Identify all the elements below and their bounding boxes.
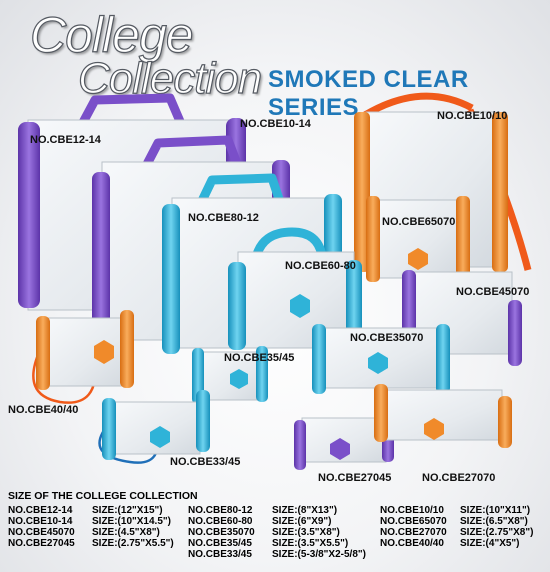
size-value: SIZE:(12"X15") [92, 505, 163, 516]
size-row: NO.CBE35070 SIZE:(3.5"X8") [188, 527, 366, 538]
size-row: NO.CBE60-80 SIZE:(6"X9") [188, 516, 366, 527]
label-cbe60-80: NO.CBE60-80 [285, 260, 356, 272]
size-model: NO.CBE33/45 [188, 549, 252, 560]
size-value: SIZE:(3.5"X5.5") [272, 538, 349, 549]
label-cbe65070: NO.CBE65070 [382, 216, 456, 228]
latch [408, 248, 428, 270]
label-cbe10-10: NO.CBE10/10 [437, 110, 508, 122]
size-row: NO.CBE27045 SIZE:(2.75"X5.5") [8, 538, 174, 549]
size-row: NO.CBE27070 SIZE:(2.75"X8") [380, 527, 533, 538]
size-model: NO.CBE27070 [380, 527, 447, 538]
handle [76, 93, 187, 131]
size-table-heading: SIZE OF THE COLLEGE COLLECTION [8, 490, 198, 502]
size-row: NO.CBE10-14 SIZE:(10"X14.5") [8, 516, 174, 527]
size-model: NO.CBE35/45 [188, 538, 252, 549]
case-cbe35070 [312, 324, 450, 394]
size-model: NO.CBE10-14 [8, 516, 73, 527]
label-cbe33-45: NO.CBE33/45 [170, 456, 241, 468]
brand-title-college: College [29, 6, 194, 63]
label-cbe80-12: NO.CBE80-12 [188, 212, 259, 224]
label-cbe40-40: NO.CBE40/40 [8, 404, 79, 416]
size-value: SIZE:(3.5"X8") [272, 527, 340, 538]
size-model: NO.CBE10/10 [380, 505, 444, 516]
product-photo [18, 92, 532, 470]
size-model: NO.CBE40/40 [380, 538, 444, 549]
label-cbe12-14: NO.CBE12-14 [30, 134, 101, 146]
size-row: NO.CBE33/45 SIZE:(5-3/8"X2-5/8") [188, 549, 366, 560]
size-model: NO.CBE12-14 [8, 505, 73, 516]
series-title: SMOKED CLEAR SERIES [268, 66, 469, 121]
size-value: SIZE:(6"X9") [272, 516, 332, 527]
size-model: NO.CBE60-80 [188, 516, 253, 527]
size-value: SIZE:(8"X13") [272, 505, 338, 516]
size-model: NO.CBE45070 [8, 527, 75, 538]
label-cbe35070: NO.CBE35070 [350, 332, 424, 344]
label-cbe35-45: NO.CBE35/45 [224, 352, 295, 364]
size-row: NO.CBE45070 SIZE:(4.5"X8") [8, 527, 174, 538]
shoulder-strap [358, 92, 474, 121]
size-row: NO.CBE12-14 SIZE:(12"X15") [8, 505, 174, 516]
size-value: SIZE:(10"X14.5") [92, 516, 171, 527]
label-cbe10-14: NO.CBE10-14 [240, 118, 311, 130]
size-value: SIZE:(2.75"X5.5") [92, 538, 174, 549]
size-row: NO.CBE35/45 SIZE:(3.5"X5.5") [188, 538, 366, 549]
case-cbe35-45 [192, 346, 268, 404]
case-cbe40-40 [32, 310, 134, 404]
size-model: NO.CBE35070 [188, 527, 255, 538]
size-model: NO.CBE65070 [380, 516, 447, 527]
size-value: SIZE:(4"X5") [460, 538, 520, 549]
size-value: SIZE:(10"X11") [460, 505, 531, 516]
size-model: NO.CBE80-12 [188, 505, 253, 516]
case-cbe27070 [374, 384, 512, 448]
label-cbe45070: NO.CBE45070 [456, 286, 530, 298]
label-cbe27070: NO.CBE27070 [422, 472, 496, 484]
size-value: SIZE:(4.5"X8") [92, 527, 160, 538]
size-row: NO.CBE10/10 SIZE:(10"X11") [380, 505, 533, 516]
size-value: SIZE:(2.75"X8") [460, 527, 534, 538]
size-value: SIZE:(6.5"X8") [460, 516, 528, 527]
case-cbe27045 [294, 408, 394, 470]
size-row: NO.CBE65070 SIZE:(6.5"X8") [380, 516, 533, 527]
size-row: NO.CBE40/40 SIZE:(4"X5") [380, 538, 533, 549]
case-cbe65070 [366, 196, 470, 282]
size-model: NO.CBE27045 [8, 538, 75, 549]
case-cbe33-45 [98, 390, 210, 464]
label-cbe27045: NO.CBE27045 [318, 472, 392, 484]
size-row: NO.CBE80-12 SIZE:(8"X13") [188, 505, 366, 516]
size-value: SIZE:(5-3/8"X2-5/8") [272, 549, 366, 560]
